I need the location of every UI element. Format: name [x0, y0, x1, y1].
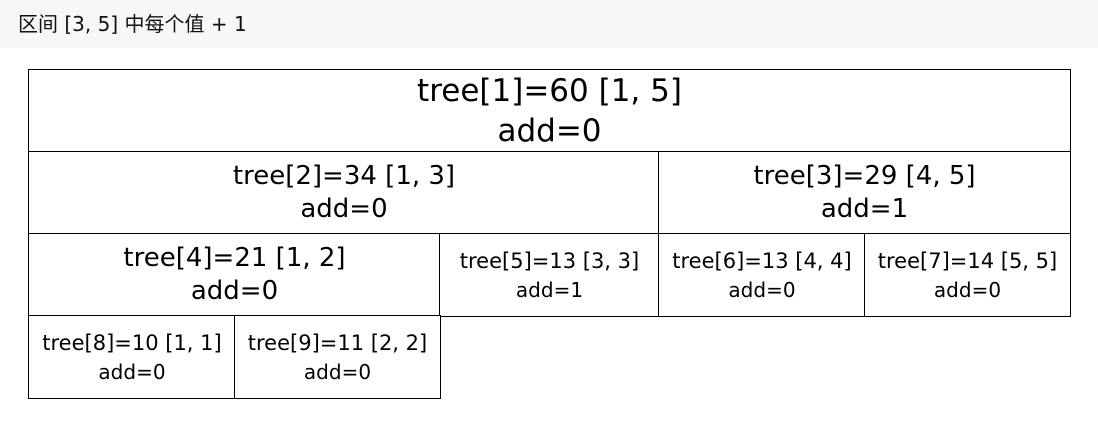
tree-node-5: tree[5]=13 [3, 3] add=1	[439, 233, 660, 317]
tree-node-6: tree[6]=13 [4, 4] add=0	[658, 233, 866, 317]
tree-node-3: tree[3]=29 [4, 5] add=1	[658, 151, 1071, 235]
node-label: tree[7]=14 [5, 5]	[877, 249, 1058, 273]
tree-node-7: tree[7]=14 [5, 5] add=0	[864, 233, 1071, 317]
node-label: tree[8]=10 [1, 1]	[42, 331, 222, 355]
node-add: add=1	[515, 278, 584, 302]
tree-node-1: tree[1]=60 [1, 5] add=0	[28, 69, 1071, 153]
node-add: add=0	[497, 113, 602, 149]
node-add: add=0	[303, 360, 372, 384]
node-label: tree[6]=13 [4, 4]	[672, 249, 852, 273]
tree-node-2: tree[2]=34 [1, 3] add=0	[28, 151, 660, 235]
node-label: tree[9]=11 [2, 2]	[247, 331, 428, 355]
node-add: add=0	[933, 278, 1002, 302]
node-add: add=0	[300, 194, 388, 224]
node-label: tree[5]=13 [3, 3]	[459, 249, 640, 273]
tree-node-8: tree[8]=10 [1, 1] add=0	[28, 315, 236, 399]
page-title: 区间 [3, 5] 中每个值 + 1	[18, 12, 247, 36]
tree-node-4: tree[4]=21 [1, 2] add=0	[28, 233, 441, 317]
node-label: tree[1]=60 [1, 5]	[417, 73, 682, 109]
node-label: tree[3]=29 [4, 5]	[753, 161, 976, 191]
node-label: tree[2]=34 [1, 3]	[232, 161, 456, 191]
title-bar: 区间 [3, 5] 中每个值 + 1	[0, 0, 1098, 48]
node-add: add=0	[98, 360, 166, 384]
node-add: add=0	[728, 278, 796, 302]
tree-node-9: tree[9]=11 [2, 2] add=0	[234, 315, 441, 399]
node-add: add=1	[820, 194, 909, 224]
node-label: tree[4]=21 [1, 2]	[123, 243, 346, 273]
node-add: add=0	[190, 276, 279, 306]
